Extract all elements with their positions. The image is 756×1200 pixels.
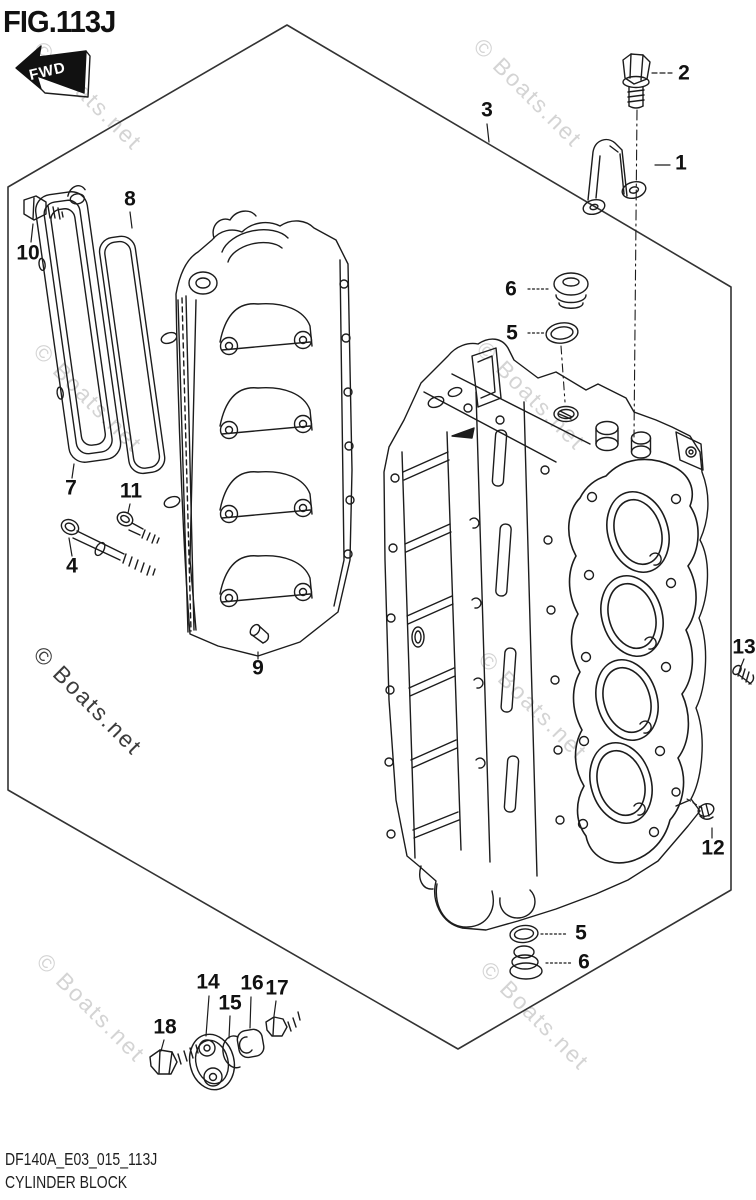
part-label-6: 6 [578,950,590,974]
leader-12-dashed [686,798,703,809]
part-label-15: 15 [218,991,242,1015]
footer-drawing-code: DF140A_E03_015_113J [5,1149,158,1169]
part-label-8: 8 [124,187,136,211]
part-6-plug-bottom [509,945,543,980]
part-label-16: 16 [240,971,264,995]
footer: DF140A_E03_015_113J CYLINDER BLOCK [5,1148,195,1194]
cylinder-block [383,338,709,931]
part-label-17: 17 [265,976,289,1000]
part-label-1: 1 [675,151,687,175]
part-9-pin [249,623,270,644]
part-label-10: 10 [16,241,40,265]
part-label-5: 5 [506,321,518,345]
part-label-13: 13 [732,635,756,659]
part-14-anode [188,1033,236,1091]
part-4-bolt [60,518,156,576]
diagram-frame [7,24,732,1050]
figure-title: FIG.113J [3,4,116,39]
part-10-bolt [23,195,64,221]
part-15-washer [222,1035,241,1069]
leader-lines [30,72,745,1052]
part-label-9: 9 [252,656,264,680]
part-label-7: 7 [65,476,77,500]
part-1-bracket [582,138,647,216]
part-label-14: 14 [196,970,220,994]
part-16-grommet [236,1028,265,1059]
part-7-cover [34,185,122,463]
part-label-3: 3 [481,98,493,122]
part-18-bolt [149,1044,199,1075]
part-label-18: 18 [153,1015,177,1039]
fwd-arrow-icon [15,45,91,98]
part-8-gasket [98,235,166,475]
part-label-4: 4 [66,554,78,578]
cam-housing [160,210,355,657]
part-label-5: 5 [575,921,587,945]
part-5-oring-bottom [509,924,539,944]
part-label-11: 11 [119,479,143,503]
part-label-2: 2 [678,61,690,85]
part-label-12: 12 [701,836,725,860]
part-5-oring-top [545,322,579,344]
part-13-stud [732,664,755,685]
centerline-bolt2 [633,109,638,438]
part-2-bolt [622,53,651,109]
footer-figure-name: CYLINDER BLOCK [5,1172,128,1192]
part-17-bolt [265,1011,301,1037]
part-label-6: 6 [505,277,517,301]
part-6-plug-top [553,272,589,309]
